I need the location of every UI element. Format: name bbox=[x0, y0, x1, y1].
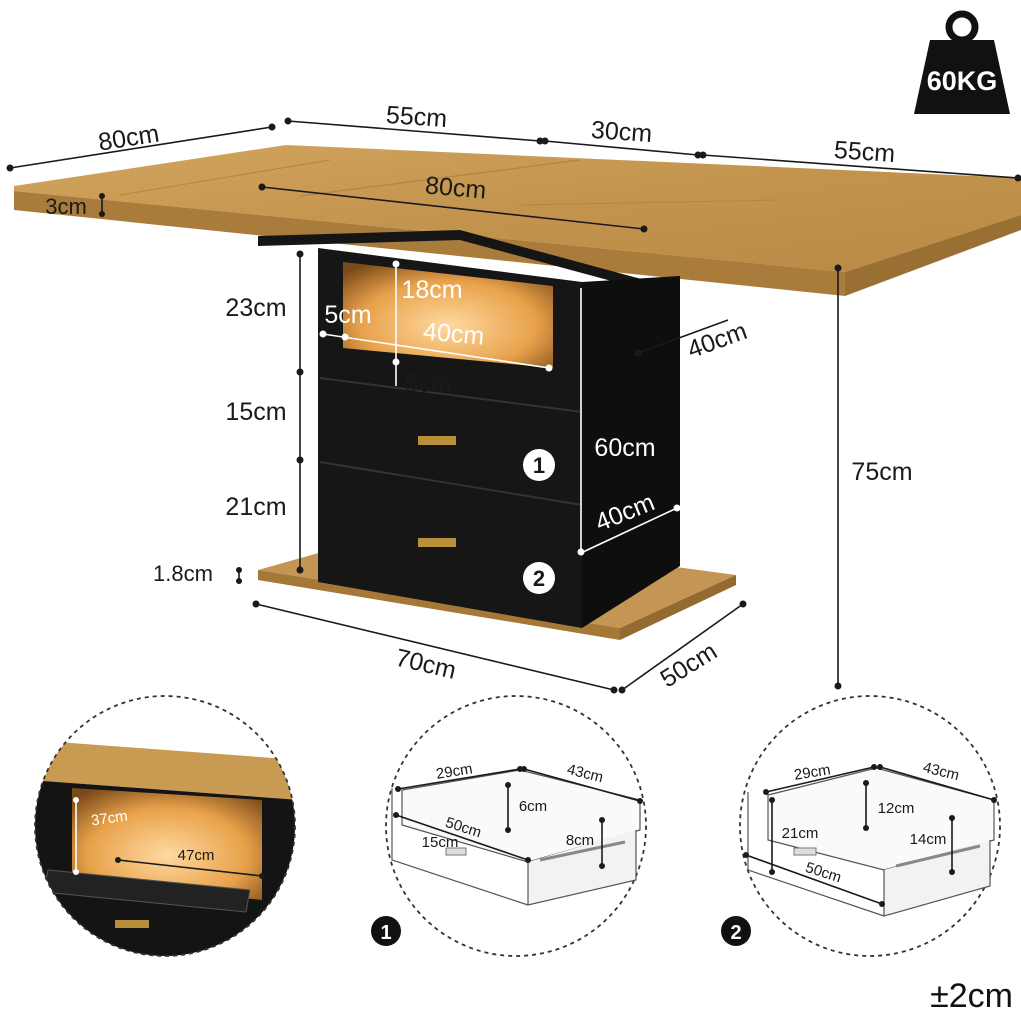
dim-drawer1-height: 15cm bbox=[225, 398, 286, 426]
detail-drawer2-marker bbox=[721, 916, 751, 946]
dim-top-seg-left: 55cm bbox=[385, 101, 448, 133]
detail-drawer1-inner-height: 6cm bbox=[519, 798, 547, 815]
tolerance-note: ±2cm bbox=[930, 977, 1013, 1015]
dim-drawer2-height: 21cm bbox=[225, 493, 286, 521]
detail-interior-width: 47cm bbox=[178, 847, 215, 864]
drawer-marker-2-label: 2 bbox=[533, 566, 545, 591]
dim-window-width: 40cm bbox=[422, 317, 485, 350]
detail-drawer2-width: 29cm bbox=[793, 761, 832, 784]
dim-top-seg-mid: 30cm bbox=[590, 116, 653, 148]
dim-top-depth: 80cm bbox=[96, 119, 161, 156]
drawer-marker-2 bbox=[523, 562, 555, 594]
weight-label: 60KG bbox=[927, 66, 998, 96]
detail-drawer1-marker-label: 1 bbox=[380, 922, 391, 944]
drawer2-handle bbox=[418, 538, 456, 547]
detail-drawer1-width: 29cm bbox=[435, 760, 474, 783]
dim-base-depth: 50cm bbox=[655, 637, 722, 693]
dim-top-seg-right: 55cm bbox=[833, 136, 896, 168]
detail-interior-height: 37cm bbox=[90, 808, 129, 830]
weight-icon bbox=[914, 10, 1010, 114]
detail-drawer1-side-height: 8cm bbox=[566, 832, 594, 849]
dim-window-height: 18cm bbox=[401, 276, 462, 304]
dim-window-inset-bottom: 5cm bbox=[404, 370, 451, 398]
dim-table-height: 75cm bbox=[851, 458, 912, 486]
detail-drawer1 bbox=[385, 695, 647, 957]
drawer-marker-1 bbox=[523, 449, 555, 481]
detail-drawer2 bbox=[739, 695, 1001, 957]
detail-drawer1-front-height: 15cm bbox=[422, 834, 459, 851]
dim-frame-width: 80cm bbox=[424, 171, 487, 204]
detail-drawer2-front-height: 21cm bbox=[782, 825, 819, 842]
detail-drawer2-side-height: 14cm bbox=[910, 831, 947, 848]
dimension-lines bbox=[6, 117, 1021, 694]
detail-interior bbox=[34, 695, 296, 957]
dim-window-inset-left: 5cm bbox=[324, 301, 371, 329]
table-top bbox=[14, 145, 1021, 296]
dim-top-thickness: 3cm bbox=[45, 194, 87, 219]
detail-drawer1-marker bbox=[371, 916, 401, 946]
dim-base-thickness: 1.8cm bbox=[153, 561, 213, 586]
dim-pedestal-height: 60cm bbox=[594, 434, 655, 462]
detail-drawer2-inner-height: 12cm bbox=[878, 800, 915, 817]
dim-upper-height: 23cm bbox=[225, 294, 286, 322]
detail-drawer2-marker-label: 2 bbox=[730, 922, 741, 944]
drawer-marker-1-label: 1 bbox=[533, 453, 545, 478]
drawer1-handle bbox=[418, 436, 456, 445]
top-frame bbox=[258, 230, 645, 290]
